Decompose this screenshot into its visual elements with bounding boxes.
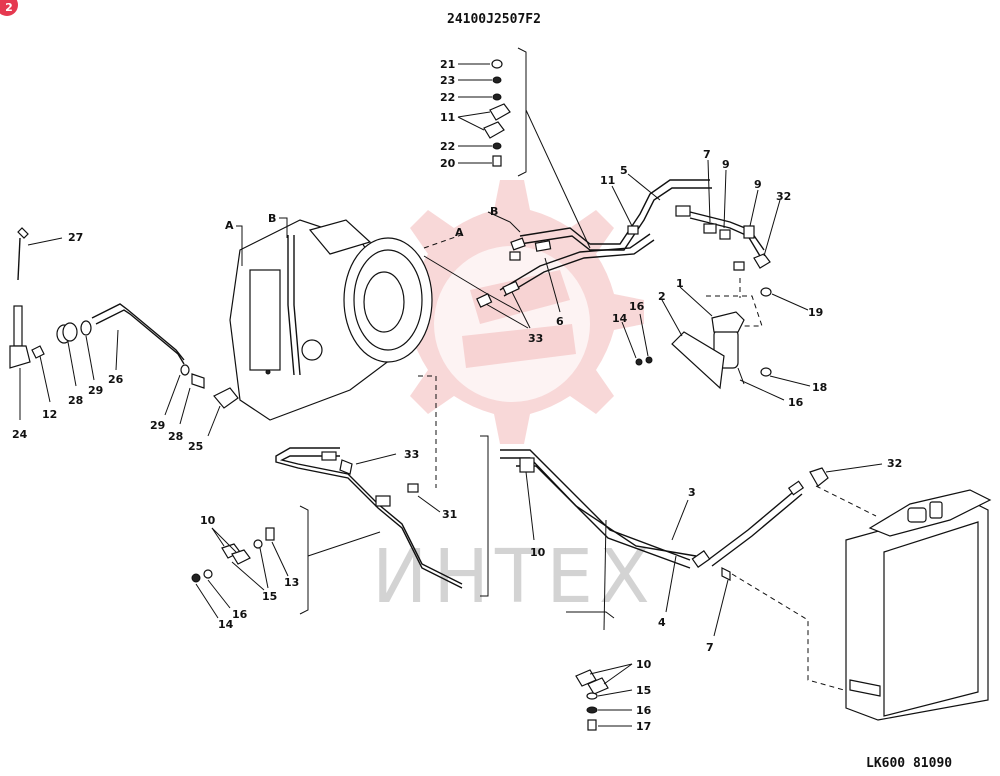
callout-5: 5 [620, 164, 628, 177]
callout-28b: 28 [168, 430, 183, 443]
callout-32b: 32 [887, 457, 902, 470]
corner-badge: 2 [0, 0, 18, 16]
callout-10a: 10 [200, 514, 216, 527]
lower-pipes [275, 375, 845, 691]
callout-1: 1 [676, 277, 684, 290]
callout-10c: 10 [636, 658, 652, 671]
top-fastener-stack [457, 47, 591, 249]
callout-14a: 14 [612, 312, 628, 325]
watermark-text: ИНТЕХ [372, 534, 656, 620]
callout-32a: 32 [776, 190, 791, 203]
radiator [809, 463, 992, 721]
callout-20: 20 [440, 157, 456, 170]
callout-9a: 9 [722, 158, 730, 171]
callout-6: 6 [556, 315, 564, 328]
callout-26: 26 [108, 373, 124, 386]
callout-16a: 16 [629, 300, 645, 313]
callout-11a: 11 [440, 111, 455, 124]
callout-29b: 29 [150, 419, 165, 432]
bottom-clamp-stack [566, 611, 633, 731]
callout-16d: 16 [636, 704, 652, 717]
callout-23: 23 [440, 74, 455, 87]
filter-assembly [621, 159, 811, 401]
callout-9b: 9 [754, 178, 762, 191]
callout-25: 25 [188, 440, 203, 453]
view-marker-b-housing: B [268, 212, 276, 225]
center-hoses [423, 173, 712, 329]
callout-16c: 16 [232, 608, 248, 621]
lower-left-clamp-stack [191, 505, 381, 619]
view-marker-a-hose: A [455, 226, 464, 239]
callout-27: 27 [68, 231, 83, 244]
footer-code: LK600 81090 [866, 756, 952, 771]
callout-22b: 22 [440, 140, 455, 153]
callout-22a: 22 [440, 91, 455, 104]
callout-12: 12 [42, 408, 57, 421]
callout-28a: 28 [68, 394, 83, 407]
view-marker-a-housing: A [225, 219, 234, 232]
view-marker-b-hose: B [490, 205, 498, 218]
callout-14b: 14 [218, 618, 234, 631]
callout-11b: 11 [600, 174, 615, 187]
callout-3: 3 [688, 486, 696, 499]
callout-31: 31 [442, 508, 457, 521]
callout-15a: 15 [262, 590, 277, 603]
callout-10b: 10 [530, 546, 546, 559]
callout-13: 13 [284, 576, 299, 589]
callout-33a: 33 [528, 332, 543, 345]
callout-19: 19 [808, 306, 823, 319]
callout-29a: 29 [88, 384, 103, 397]
callout-16b: 16 [788, 396, 804, 409]
callout-7b: 7 [706, 641, 714, 654]
callout-17: 17 [636, 720, 651, 733]
callout-4: 4 [658, 616, 666, 629]
diagram-code: 24100J2507F2 [447, 12, 541, 27]
callout-24: 24 [12, 428, 28, 441]
callout-18: 18 [812, 381, 827, 394]
callout-7a: 7 [703, 148, 711, 161]
callout-21: 21 [440, 58, 455, 71]
transmission-housing [229, 219, 433, 421]
callout-15b: 15 [636, 684, 651, 697]
callout-2: 2 [658, 290, 666, 303]
callout-33b: 33 [404, 448, 419, 461]
left-parts [9, 227, 239, 437]
